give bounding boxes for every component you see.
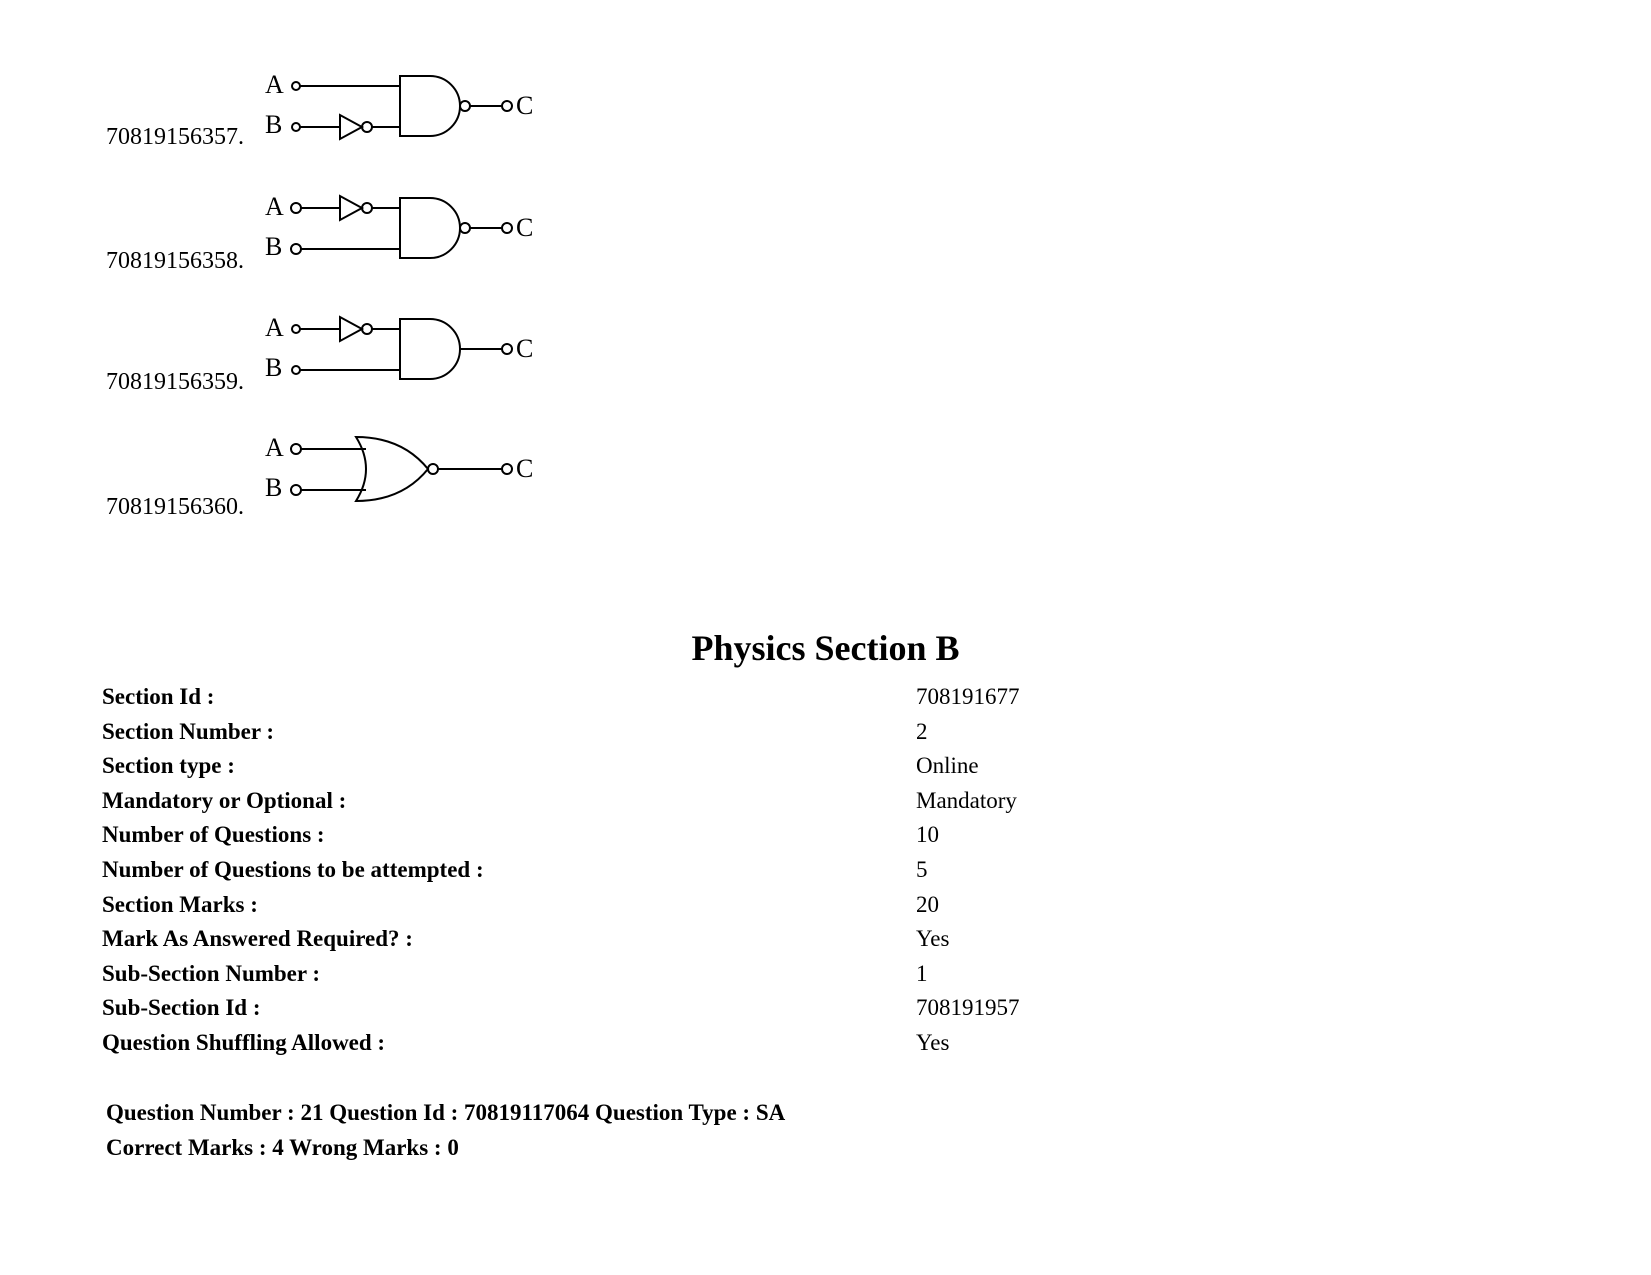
info-row-questions-to-attempt: Number of Questions to be attempted : 5 xyxy=(102,853,1102,888)
gate-label-c: C xyxy=(516,454,533,483)
option-number: 70819156357. xyxy=(106,124,244,150)
gate-label-a: A xyxy=(265,192,284,221)
info-row-question-shuffling: Question Shuffling Allowed : Yes xyxy=(102,1026,1102,1061)
info-label: Mark As Answered Required? : xyxy=(102,926,413,952)
info-label: Mandatory or Optional : xyxy=(102,787,347,813)
option-number: 70819156358. xyxy=(106,248,244,274)
gate-label-b: B xyxy=(265,353,282,382)
option-70819156359: A B C 70819156359. xyxy=(0,307,700,417)
info-value: Yes xyxy=(916,1029,950,1055)
gate-label-a: A xyxy=(265,433,284,462)
gate-label-c: C xyxy=(516,91,533,120)
gate-label-c: C xyxy=(516,334,533,363)
option-number: 70819156360. xyxy=(106,494,244,520)
gate-label-a: A xyxy=(265,313,284,342)
info-value: 708191957 xyxy=(916,995,1020,1021)
info-row-mark-as-answered: Mark As Answered Required? : Yes xyxy=(102,922,1102,957)
info-label: Section Number : xyxy=(102,718,275,744)
nand-gate-not-a-diagram: A B C xyxy=(265,192,533,261)
option-70819156357: A B C 70819156357. xyxy=(0,62,700,172)
info-value: 2 xyxy=(916,718,928,744)
info-row-section-marks: Section Marks : 20 xyxy=(102,888,1102,923)
nand-gate-not-b-diagram: A B C xyxy=(265,70,533,141)
gate-label-b: B xyxy=(265,232,282,261)
info-label: Number of Questions to be attempted : xyxy=(102,856,484,882)
section-title: Physics Section B xyxy=(691,628,960,668)
option-number: 70819156359. xyxy=(106,369,244,395)
section-info-table: Section Id : 708191677 Section Number : … xyxy=(102,680,1102,1061)
info-value: Mandatory xyxy=(916,787,1017,813)
info-label: Question Shuffling Allowed : xyxy=(102,1029,386,1055)
info-row-section-type: Section type : Online xyxy=(102,749,1102,784)
info-value: 708191677 xyxy=(916,684,1020,709)
question-header: Question Number : 21 Question Id : 70819… xyxy=(106,1100,786,1125)
info-value: Online xyxy=(916,753,979,779)
gate-label-a: A xyxy=(265,70,284,99)
gate-label-b: B xyxy=(265,110,282,139)
info-label: Sub-Section Id : xyxy=(102,995,261,1021)
info-label: Section Marks : xyxy=(102,891,258,917)
info-value: 10 xyxy=(916,822,939,848)
info-row-mandatory: Mandatory or Optional : Mandatory xyxy=(102,784,1102,819)
info-value: 1 xyxy=(916,960,928,986)
info-value: 5 xyxy=(916,856,928,882)
nor-gate-diagram: A B C xyxy=(265,433,533,503)
question-marks: Correct Marks : 4 Wrong Marks : 0 xyxy=(106,1135,459,1160)
info-label: Number of Questions : xyxy=(102,822,325,848)
info-label: Section Id : xyxy=(102,684,215,709)
gate-label-b: B xyxy=(265,473,282,502)
info-row-section-number: Section Number : 2 xyxy=(102,715,1102,750)
option-70819156358: A B C 70819156358. xyxy=(0,184,700,294)
info-value: Yes xyxy=(916,926,950,952)
info-row-section-id: Section Id : 708191677 xyxy=(102,680,1102,715)
info-row-sub-section-number: Sub-Section Number : 1 xyxy=(102,957,1102,992)
gate-label-c: C xyxy=(516,213,533,242)
info-row-sub-section-id: Sub-Section Id : 708191957 xyxy=(102,991,1102,1026)
info-label: Sub-Section Number : xyxy=(102,960,321,986)
option-70819156360: A B C 70819156360. xyxy=(0,427,700,537)
and-gate-not-a-diagram: A B C xyxy=(265,313,533,382)
info-label: Section type : xyxy=(102,753,235,779)
info-row-number-of-questions: Number of Questions : 10 xyxy=(102,818,1102,853)
info-value: 20 xyxy=(916,891,939,917)
